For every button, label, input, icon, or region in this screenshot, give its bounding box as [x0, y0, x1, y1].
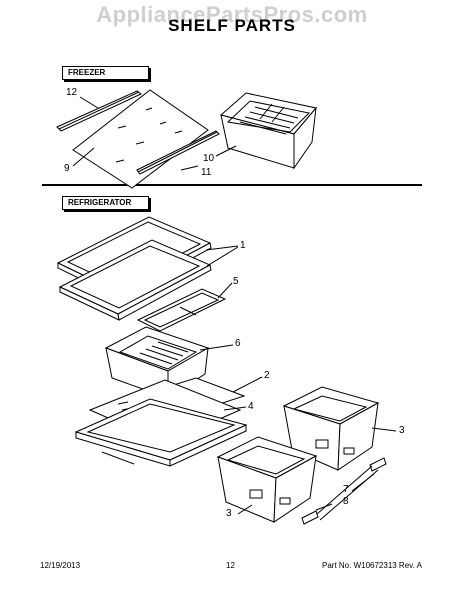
page-title: SHELF PARTS	[168, 16, 296, 35]
fridge-crisper-cover-frame	[76, 399, 246, 466]
callout-1: 1	[240, 240, 246, 251]
footer-date: 12/19/2013	[40, 561, 81, 570]
callout-4: 4	[248, 401, 254, 412]
callout-6: 6	[235, 338, 241, 349]
freezer-label: FREEZER	[62, 66, 149, 80]
fridge-left-drawer	[218, 437, 316, 522]
freezer-basket	[221, 93, 316, 168]
fridge-leaders	[200, 246, 396, 514]
callout-8: 8	[343, 496, 349, 507]
footer-part-number: Part No. W10672313 Rev. A	[322, 561, 422, 570]
footer-page-number: 12	[226, 561, 235, 570]
fridge-shelf-frame	[138, 289, 225, 331]
callout-7: 7	[343, 484, 349, 495]
callout-12: 12	[66, 87, 78, 98]
callout-10: 10	[203, 153, 215, 164]
section-divider	[42, 184, 422, 186]
fridge-right-drawer	[284, 387, 378, 470]
callout-5: 5	[233, 276, 239, 287]
callout-9: 9	[64, 163, 70, 174]
watermark: AppliancePartsPros.com	[96, 2, 368, 27]
freezer-leaders	[73, 97, 236, 170]
callout-3-left: 3	[226, 508, 232, 519]
callout-3-right: 3	[399, 425, 405, 436]
refrigerator-label: REFRIGERATOR	[62, 196, 149, 210]
callout-2: 2	[264, 370, 270, 381]
freezer-front-trim	[137, 131, 219, 174]
freezer-glass-shelf	[73, 90, 208, 188]
freezer-rear-trim	[57, 91, 141, 131]
callout-11: 11	[201, 167, 212, 178]
fridge-second-shelf	[60, 240, 211, 320]
